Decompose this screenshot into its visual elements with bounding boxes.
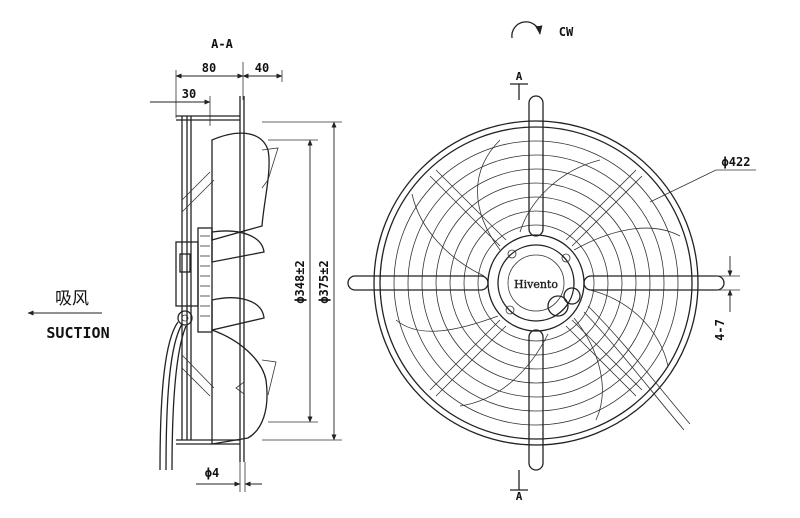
dim-422-label: ϕ422: [722, 155, 751, 169]
cable-gland-2: [563, 287, 581, 305]
side-motor: [175, 227, 213, 333]
rotation-label: CW: [559, 25, 574, 39]
brand-label: Hivento: [514, 278, 558, 291]
guard-rings: [373, 120, 699, 446]
dim-422-leader: [649, 169, 717, 203]
side-cables: [159, 321, 187, 471]
dim-348-label: ϕ348±2: [293, 260, 307, 303]
section-mark-bottom: A: [516, 490, 523, 503]
dim-4-label: ϕ4: [205, 466, 219, 480]
front-blades: [395, 139, 681, 421]
dim-40-label: 40: [255, 61, 269, 75]
section-mark-top: A: [516, 70, 523, 83]
mounting-bars: [347, 95, 725, 471]
airflow-chinese-label: 吸风: [55, 289, 89, 309]
dim-375-label: ϕ375±2: [317, 260, 331, 303]
airflow-indicator: 吸风 SUCTION: [27, 289, 110, 342]
side-guard-frame: [176, 96, 245, 462]
cable-gland-1: [547, 295, 569, 317]
side-blades: [211, 132, 279, 445]
front-view: CW A A: [347, 21, 756, 503]
front-cable-1: [583, 311, 685, 431]
airflow-english-label: SUCTION: [46, 324, 109, 342]
rotation-arrow: [511, 21, 543, 39]
dim-80-label: 80: [202, 61, 216, 75]
front-cable-2: [587, 305, 691, 425]
section-title: A-A: [211, 37, 233, 51]
side-section-view: A-A 80 40 30: [150, 37, 342, 492]
dim-slot-label: 4-7: [713, 319, 727, 341]
dim-30-label: 30: [182, 87, 196, 101]
front-hub: [487, 234, 585, 332]
